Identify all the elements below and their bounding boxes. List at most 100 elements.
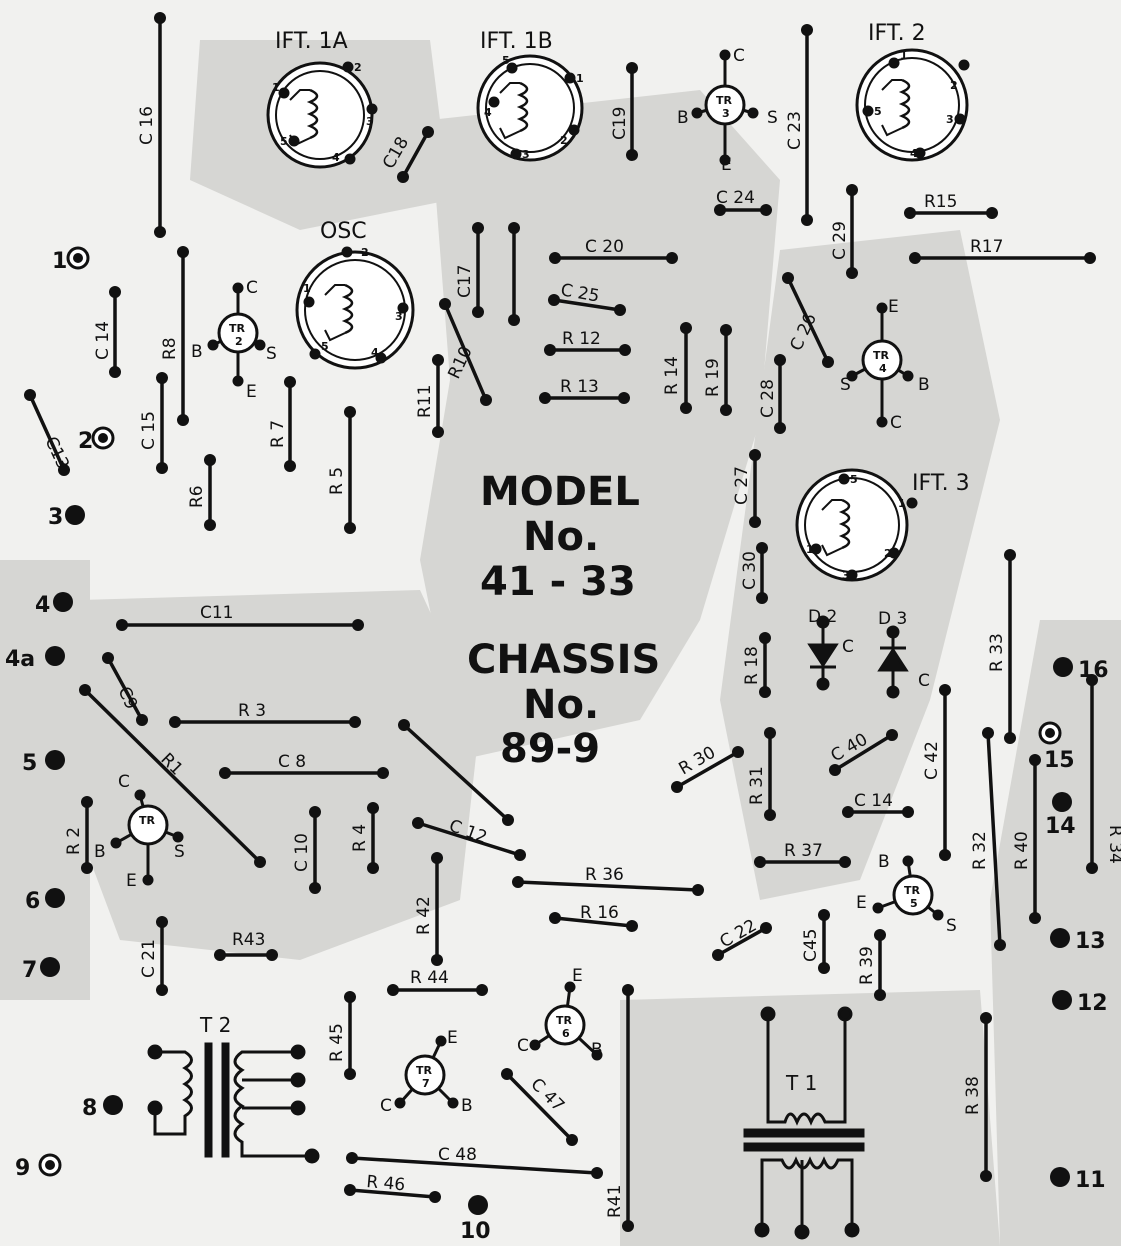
transistor-tr7-number: 7 bbox=[422, 1077, 430, 1090]
transistor-tr6-b-label: B bbox=[591, 1040, 603, 1060]
terminal-15: 15 bbox=[1038, 721, 1075, 773]
terminal-3-label: 3 bbox=[48, 505, 63, 530]
pin-number-label: 3 bbox=[366, 115, 374, 128]
label-r41: R41 bbox=[605, 1185, 625, 1218]
pin-number-label: 4 bbox=[332, 151, 340, 164]
coil-pin bbox=[846, 569, 858, 581]
label-c28: C 28 bbox=[758, 379, 778, 418]
component-r44 bbox=[387, 984, 488, 996]
model-no-label: No. bbox=[523, 514, 599, 560]
component-r14 bbox=[680, 322, 692, 414]
component-c25b bbox=[508, 222, 520, 326]
component-c8 bbox=[219, 767, 389, 779]
component-c14b bbox=[842, 806, 914, 818]
coil-pin bbox=[303, 296, 315, 308]
transistor-tr2-c-label: C bbox=[246, 278, 258, 298]
label-r19: R 19 bbox=[703, 358, 723, 397]
component-c48 bbox=[346, 1152, 603, 1179]
component-r3b bbox=[398, 719, 514, 826]
component-r6 bbox=[204, 454, 216, 531]
coil-pin bbox=[366, 103, 378, 115]
transistor-tr4-b-label: B bbox=[918, 375, 930, 395]
label-r38: R 38 bbox=[963, 1076, 983, 1115]
label-r40: R 40 bbox=[1012, 831, 1032, 870]
terminal-10-label: 10 bbox=[460, 1219, 491, 1244]
pin-number-label: 5 bbox=[502, 54, 510, 67]
terminal-11: 11 bbox=[1050, 1167, 1106, 1193]
coil-pin bbox=[341, 246, 353, 258]
component-c14a bbox=[109, 286, 121, 378]
pin-number-label: 1 bbox=[898, 497, 906, 510]
label-r15: R15 bbox=[924, 192, 957, 212]
component-c13 bbox=[24, 389, 70, 476]
label-r45: R 45 bbox=[327, 1023, 347, 1062]
component-r1 bbox=[79, 684, 266, 868]
component-c28 bbox=[774, 354, 786, 434]
terminal-12: 12 bbox=[1052, 990, 1108, 1016]
pin-number-label: 5 bbox=[321, 340, 329, 353]
coil-pin bbox=[862, 105, 874, 117]
component-r15 bbox=[904, 207, 998, 219]
label-r16: R 16 bbox=[580, 903, 619, 923]
coil-pin bbox=[810, 543, 822, 555]
label-r7: R 7 bbox=[268, 420, 288, 448]
transistor-tr1-s-label: S bbox=[174, 842, 185, 862]
component-c26 bbox=[782, 272, 834, 368]
terminal-6-label: 6 bbox=[25, 889, 40, 914]
label-r5: R 5 bbox=[327, 467, 347, 495]
component-c9 bbox=[102, 652, 148, 726]
transistor-tr5-e-label: E bbox=[856, 893, 867, 913]
component-c19 bbox=[626, 62, 638, 161]
pin-number-label: 2 bbox=[354, 61, 362, 74]
label-r43: R43 bbox=[232, 930, 265, 950]
terminal-11-label: 11 bbox=[1075, 1168, 1106, 1193]
component-c10 bbox=[309, 806, 321, 894]
label-c16: C 16 bbox=[137, 106, 157, 145]
coil-pin bbox=[375, 352, 387, 364]
pin-number-label: 1 bbox=[806, 543, 814, 556]
component-r3 bbox=[169, 716, 361, 728]
component-leads bbox=[24, 12, 1098, 1232]
component-r19 bbox=[720, 324, 732, 416]
label-c23: C 23 bbox=[785, 111, 805, 150]
transistor-tr2-label: TR bbox=[229, 322, 246, 335]
label-r33: R 33 bbox=[987, 633, 1007, 672]
coil-pin bbox=[510, 148, 522, 160]
label-c14b: C 14 bbox=[854, 791, 893, 811]
pin-number-label: 2 bbox=[560, 134, 568, 147]
transistor-tr4-c-label: C bbox=[890, 413, 902, 433]
component-r18 bbox=[759, 632, 771, 698]
coil-pin bbox=[278, 87, 290, 99]
transistor-tr2-b-label: B bbox=[191, 342, 203, 362]
transistor-tr5-number: 5 bbox=[910, 897, 918, 910]
label-c19: C19 bbox=[610, 106, 630, 140]
ift1a-label: IFT. 1A bbox=[275, 29, 348, 54]
chassis-no-label: No. bbox=[523, 682, 599, 728]
terminal-6: 6 bbox=[25, 888, 65, 914]
component-r8 bbox=[177, 246, 189, 426]
component-r11 bbox=[432, 354, 444, 438]
label-c45: C45 bbox=[801, 928, 821, 962]
transistor-tr4-number: 4 bbox=[879, 362, 887, 375]
coil-pin bbox=[568, 124, 580, 136]
transistor-tr3-c-label: C bbox=[733, 46, 745, 66]
terminal-14: 14 bbox=[1045, 792, 1076, 839]
coil-pin bbox=[958, 59, 970, 71]
component-c40 bbox=[829, 729, 898, 776]
label-c42: C 42 bbox=[922, 741, 942, 780]
t1-label: T 1 bbox=[785, 1071, 817, 1095]
component-c29 bbox=[846, 184, 858, 279]
pin-number-label: 1 bbox=[576, 72, 584, 85]
label-c47: C 47 bbox=[526, 1074, 568, 1116]
coil-pin bbox=[288, 135, 300, 147]
label-r8: R8 bbox=[160, 337, 180, 360]
pin-number-label: 5 bbox=[874, 105, 882, 118]
component-r40 bbox=[1029, 754, 1041, 924]
label-r36: R 36 bbox=[585, 865, 624, 885]
coil-pin bbox=[342, 61, 354, 73]
